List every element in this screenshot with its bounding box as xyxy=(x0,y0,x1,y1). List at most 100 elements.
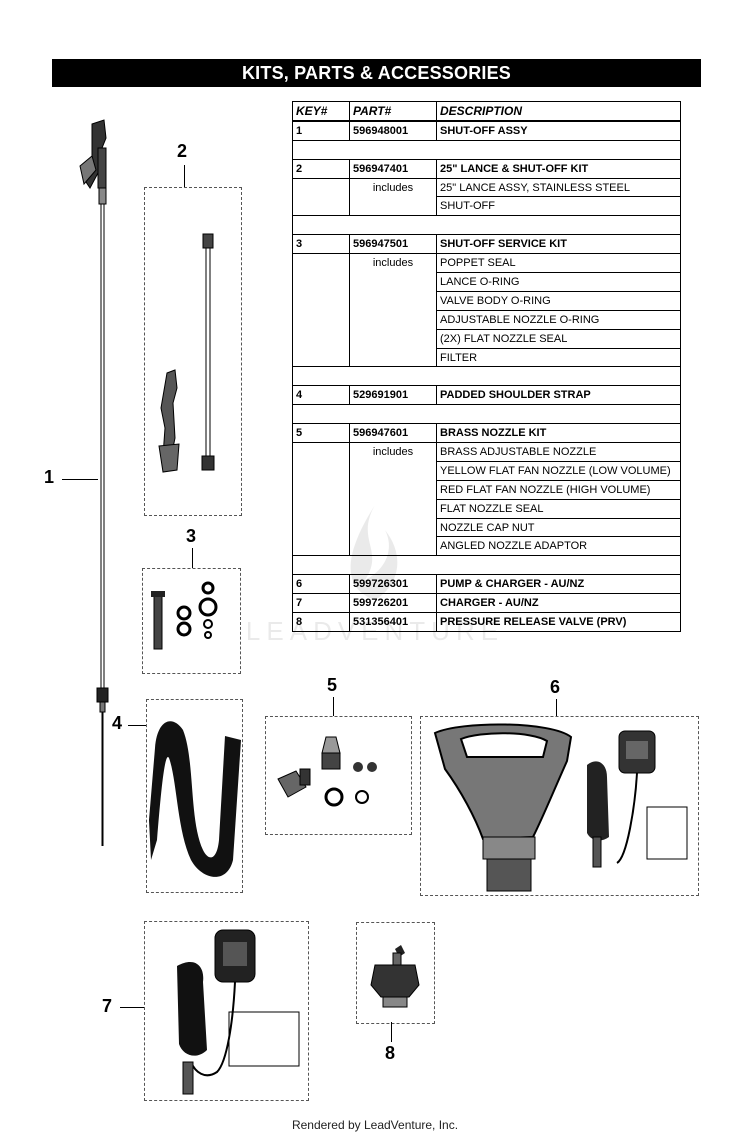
callout-5: 5 xyxy=(327,675,338,695)
part-number-cell xyxy=(349,329,437,349)
svg-text:LEADVENTURE: LEADVENTURE xyxy=(246,616,504,646)
part-number-cell: includes xyxy=(349,178,437,197)
description-cell: LANCE O-RING xyxy=(436,272,681,292)
leader-line xyxy=(391,1022,392,1042)
description-cell: VALVE BODY O-RING xyxy=(436,290,681,311)
column-header: DESCRIPTION xyxy=(436,100,681,122)
item-6-box xyxy=(420,716,699,896)
key-cell xyxy=(292,196,350,216)
description-cell: 25" LANCE & SHUT-OFF KIT xyxy=(436,158,681,179)
leader-line xyxy=(556,699,557,716)
table-row: NOZZLE CAP NUT xyxy=(292,517,681,538)
leader-line xyxy=(192,548,193,568)
part-number-cell: 596948001 xyxy=(349,120,437,141)
description-cell: YELLOW FLAT FAN NOZZLE (LOW VOLUME) xyxy=(436,460,681,481)
column-header: PART# xyxy=(349,100,437,122)
item-8-box xyxy=(356,922,435,1024)
part-number-cell xyxy=(349,310,437,330)
description-cell: 25" LANCE ASSY, STAINLESS STEEL xyxy=(436,177,681,198)
pump-and-charger-illustration xyxy=(433,723,688,892)
part-number-cell: 596947401 xyxy=(349,158,437,179)
key-cell: 5 xyxy=(292,423,350,444)
key-cell xyxy=(292,178,350,197)
leader-line xyxy=(184,165,185,187)
table-row: LANCE O-RING xyxy=(292,272,681,292)
part-number-cell xyxy=(349,291,437,311)
key-cell xyxy=(292,310,350,330)
part-number-cell xyxy=(349,480,437,500)
description-cell: ADJUSTABLE NOZZLE O-RING xyxy=(436,309,681,330)
callout-6: 6 xyxy=(550,677,561,697)
description-cell: CHARGER - AU/NZ xyxy=(436,593,681,614)
description-cell: NOZZLE CAP NUT xyxy=(436,517,681,538)
column-header: KEY# xyxy=(292,100,350,122)
description-cell: BRASS NOZZLE KIT xyxy=(436,423,681,444)
part-number-cell xyxy=(349,272,437,292)
description-cell: (2X) FLAT NOZZLE SEAL xyxy=(436,328,681,349)
lance-and-shutoff-illustration xyxy=(158,233,215,473)
callout-8: 8 xyxy=(385,1043,396,1063)
spacer-cell xyxy=(292,139,681,160)
part-number-cell: 529691901 xyxy=(349,385,437,406)
spacer-row xyxy=(292,139,681,160)
description-cell: ANGLED NOZZLE ADAPTOR xyxy=(436,536,681,557)
callout-4: 4 xyxy=(112,713,123,733)
leader-line xyxy=(128,725,146,726)
part-number-cell: 599726301 xyxy=(349,574,437,595)
shoulder-strap-illustration xyxy=(149,721,241,877)
item-3-box xyxy=(142,568,241,674)
key-cell xyxy=(292,253,350,273)
description-cell: PADDED SHOULDER STRAP xyxy=(436,385,681,406)
spacer-cell xyxy=(292,366,681,387)
table-row: RED FLAT FAN NOZZLE (HIGH VOLUME) xyxy=(292,479,681,500)
description-cell: FILTER xyxy=(436,347,681,368)
leadventure-watermark-icon: LEADVENTURE xyxy=(246,505,504,646)
spacer-row xyxy=(292,404,681,425)
callout-7: 7 xyxy=(102,996,113,1016)
pressure-release-valve-illustration xyxy=(370,945,420,1008)
description-cell: BRASS ADJUSTABLE NOZZLE xyxy=(436,442,681,462)
part-number-cell: includes xyxy=(349,442,437,462)
brass-nozzle-kit-illustration xyxy=(277,736,377,807)
part-number-cell xyxy=(349,196,437,216)
key-cell xyxy=(292,291,350,311)
key-cell xyxy=(292,348,350,367)
part-number-cell: 596947601 xyxy=(349,423,437,444)
seal-kit-illustration xyxy=(151,581,218,650)
part-number-cell: 596947501 xyxy=(349,234,437,255)
key-cell: 1 xyxy=(292,120,350,141)
table-row: 6599726301PUMP & CHARGER - AU/NZ xyxy=(292,574,681,595)
table-row: FILTER xyxy=(292,347,681,368)
table-row: SHUT-OFF xyxy=(292,196,681,217)
callout-1: 1 xyxy=(44,467,55,487)
table-row: YELLOW FLAT FAN NOZZLE (LOW VOLUME) xyxy=(292,460,681,481)
description-cell: POPPET SEAL xyxy=(436,253,681,274)
table-row: ADJUSTABLE NOZZLE O-RING xyxy=(292,309,681,330)
description-cell: RED FLAT FAN NOZZLE (HIGH VOLUME) xyxy=(436,479,681,500)
part-number-cell: includes xyxy=(349,253,437,273)
callout-2: 2 xyxy=(177,141,188,161)
item-5-box xyxy=(265,716,412,835)
key-cell: 2 xyxy=(292,158,350,179)
spacer-cell xyxy=(292,404,681,425)
spacer-row xyxy=(292,366,681,387)
key-cell xyxy=(292,461,350,481)
part-number-cell xyxy=(349,461,437,481)
page-title: KITS, PARTS & ACCESSORIES xyxy=(52,59,701,87)
leader-line xyxy=(62,479,98,480)
footer-credit: Rendered by LeadVenture, Inc. xyxy=(291,1118,459,1132)
description-cell: SHUT-OFF ASSY xyxy=(436,120,681,141)
table-row: (2X) FLAT NOZZLE SEAL xyxy=(292,328,681,349)
key-cell xyxy=(292,272,350,292)
part-number-cell xyxy=(349,348,437,367)
table-header-row: KEY#PART#DESCRIPTION xyxy=(292,100,681,122)
